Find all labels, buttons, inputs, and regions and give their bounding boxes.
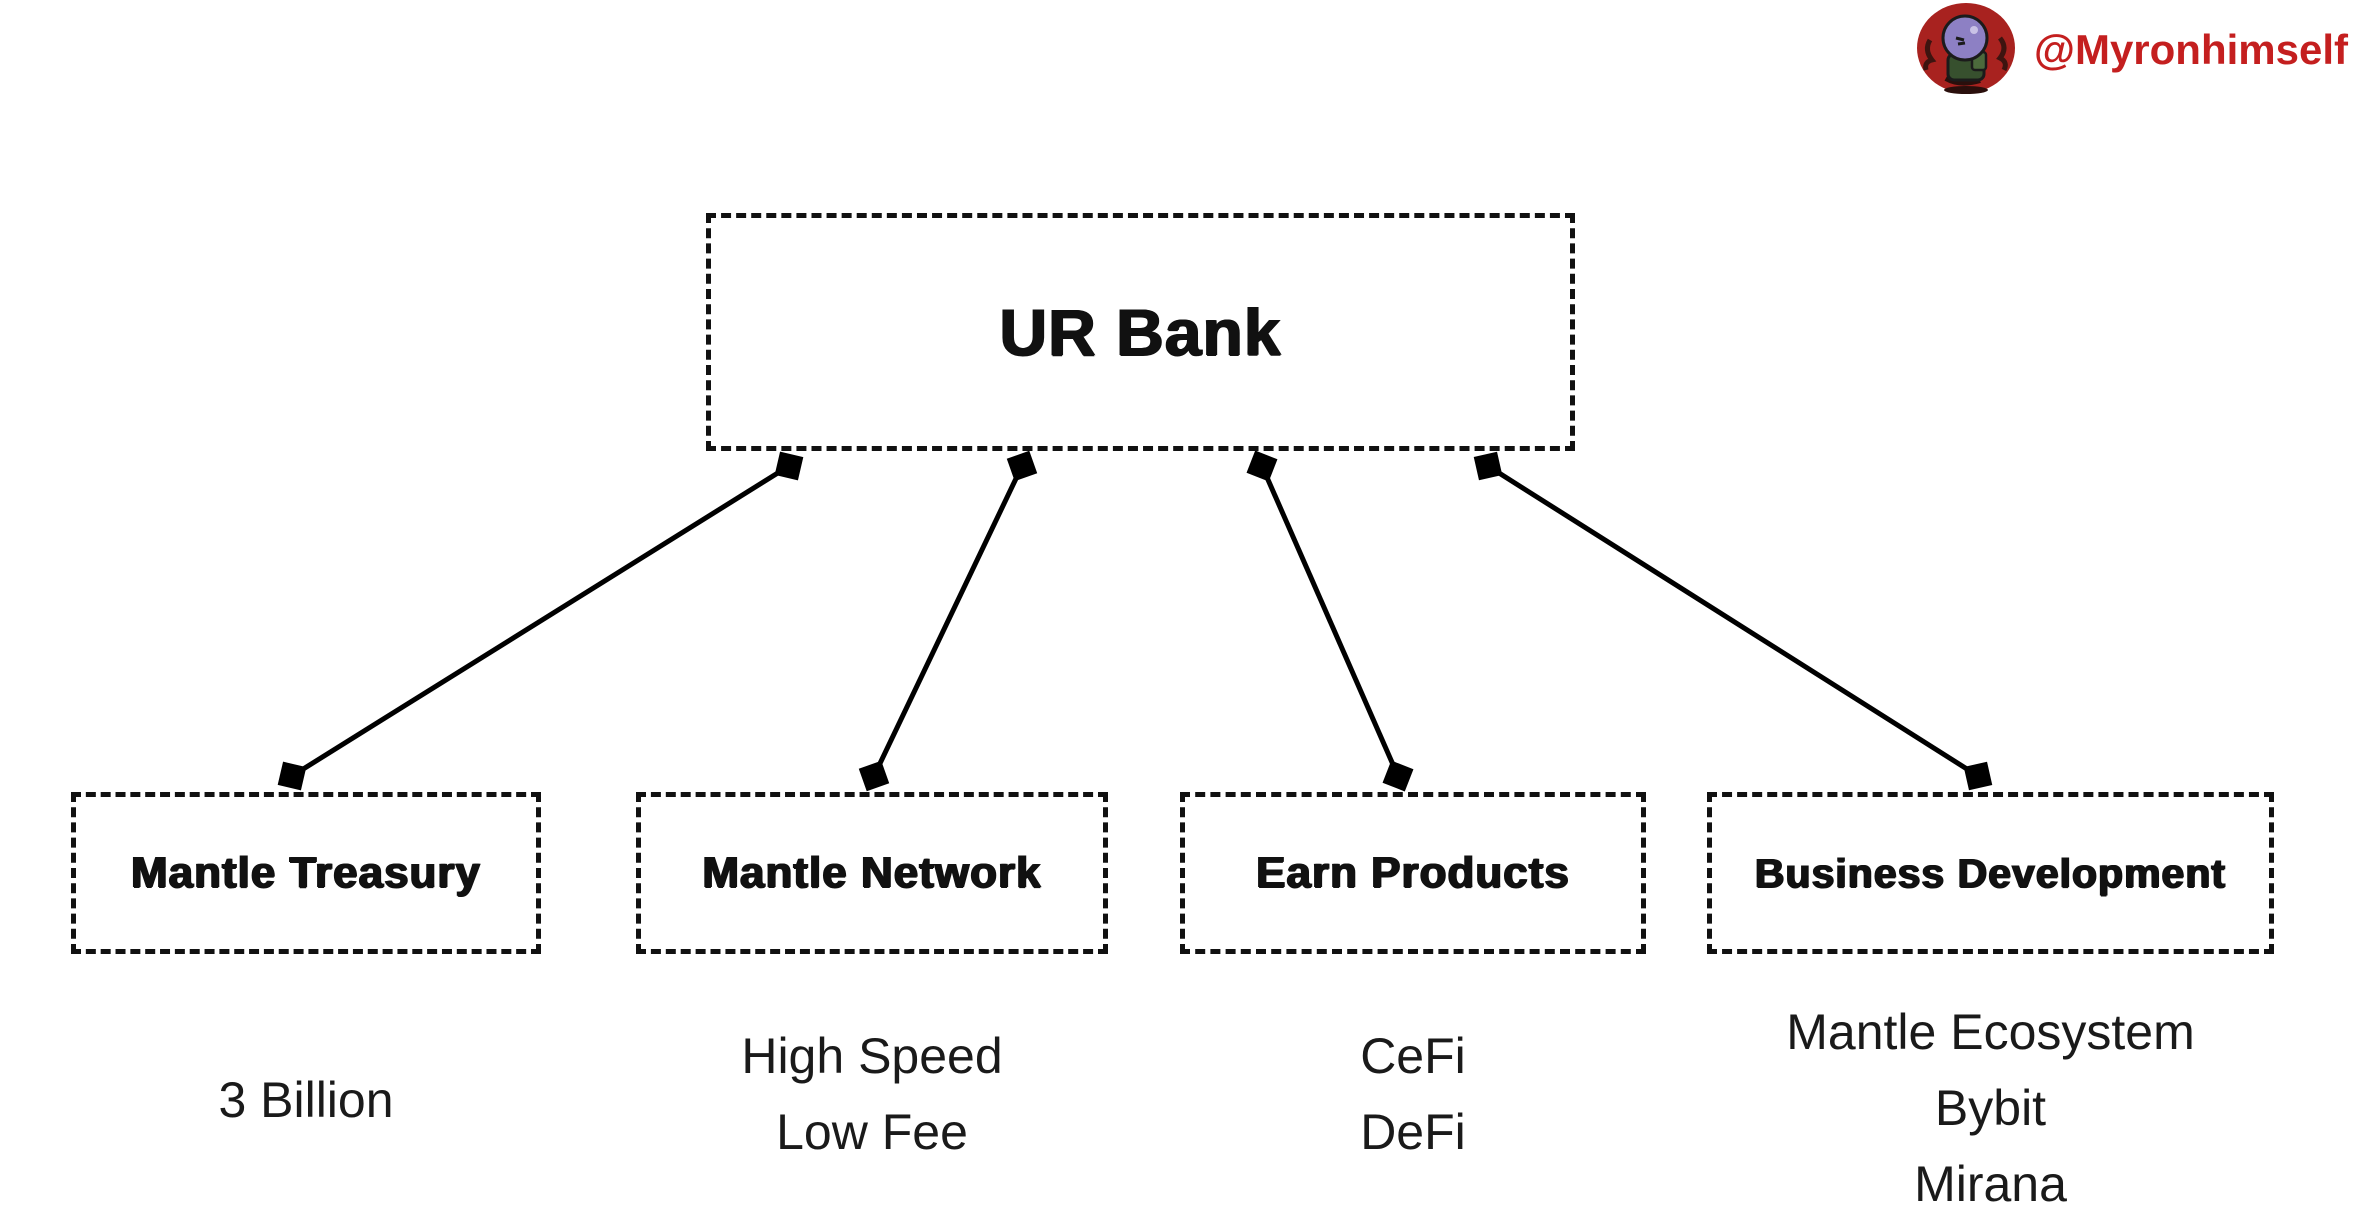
arrow-urbank-to-mantle-treasury — [277, 451, 804, 791]
node-mantle-network-label: Mantle Network — [702, 848, 1042, 897]
details-mantle-network: High Speed Low Fee — [636, 1018, 1108, 1170]
node-ur-bank-label: UR Bank — [999, 295, 1282, 369]
detail-line: Bybit — [1934, 1080, 2047, 1136]
detail-line: DeFi — [1360, 1104, 1466, 1160]
detail-line: Mantle Ecosystem — [1786, 1004, 2195, 1060]
details-mantle-treasury: 3 Billion — [71, 1062, 541, 1138]
node-business-development: Business Development — [1707, 792, 2274, 954]
node-earn-products-label: Earn Products — [1256, 848, 1570, 897]
details-earn-products: CeFi DeFi — [1180, 1018, 1646, 1170]
watermark: @Myronhimself — [1916, 0, 2348, 100]
details-business-development: Mantle Ecosystem Bybit Mirana — [1707, 994, 2274, 1222]
node-mantle-network: Mantle Network — [636, 792, 1108, 954]
arrow-urbank-to-mantle-network — [858, 450, 1038, 792]
detail-line: Mirana — [1914, 1156, 2067, 1212]
arrow-urbank-to-business-development — [1473, 451, 1993, 791]
avatar — [1917, 3, 2015, 94]
arrow-urbank-to-earn-products — [1246, 450, 1414, 792]
node-earn-products: Earn Products — [1180, 792, 1646, 954]
node-mantle-treasury: Mantle Treasury — [71, 792, 541, 954]
detail-line: CeFi — [1360, 1028, 1466, 1084]
detail-line: Low Fee — [776, 1104, 968, 1160]
detail-line: 3 Billion — [218, 1072, 394, 1128]
node-mantle-treasury-label: Mantle Treasury — [130, 848, 482, 897]
node-ur-bank: UR Bank — [706, 213, 1575, 451]
detail-line: High Speed — [741, 1028, 1003, 1084]
node-business-development-label: Business Development — [1754, 849, 2227, 896]
watermark-handle: @Myronhimself — [2034, 26, 2348, 73]
